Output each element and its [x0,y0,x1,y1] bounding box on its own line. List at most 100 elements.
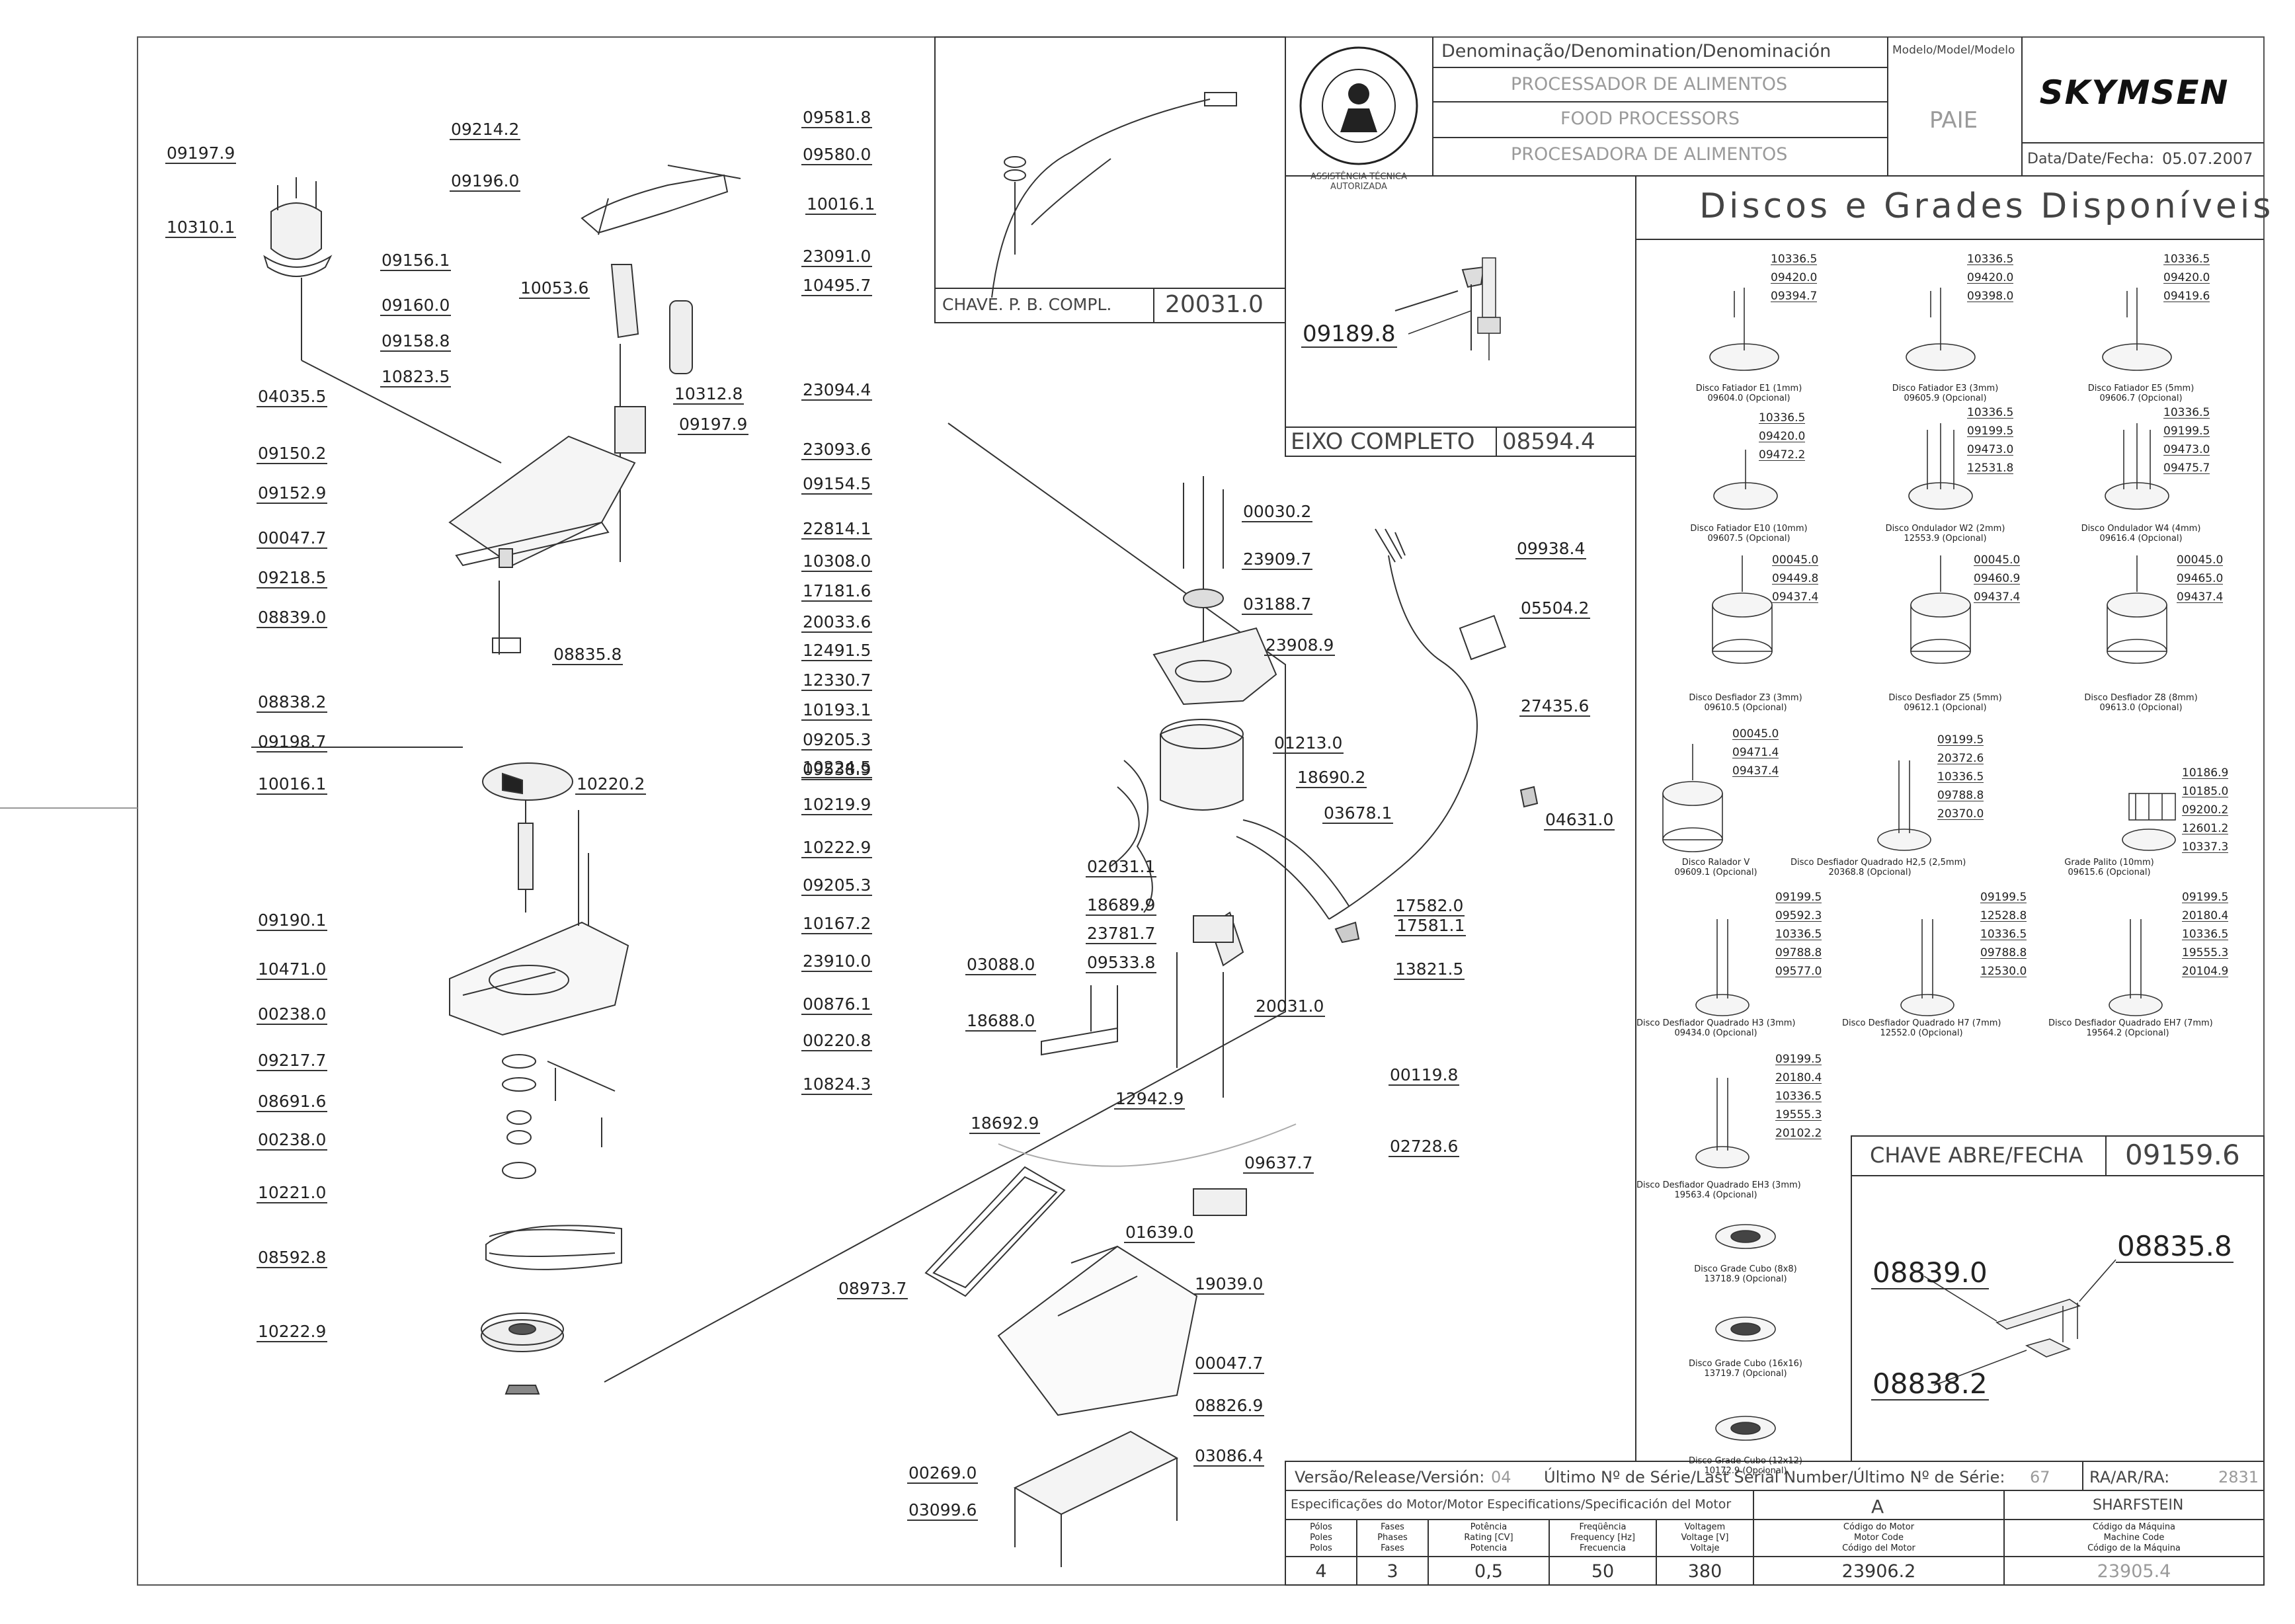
part-number-label: 09196.0 [450,171,521,192]
disc-part-number: 00045.0 [1974,553,2021,567]
disc-name: Disco Ondulador W4 (4mm) [2081,524,2201,534]
part-number-label: 10193.1 [801,700,873,721]
disc-part-number: 10186.9 [2182,766,2229,780]
part-number-label: 00269.0 [907,1463,979,1484]
disc-part-number: 20180.4 [1775,1071,1822,1084]
disc-part-number: 10336.5 [2163,253,2210,266]
openclose-part: 08838.2 [1871,1367,1989,1401]
part-number-label: 00220.8 [801,1031,873,1051]
disc-code: 09615.6 (Opcional) [2068,868,2151,877]
version-value: 04 [1491,1468,1511,1486]
spec-header: Fases [1381,1522,1404,1532]
spec-header: Código de la Máquina [2087,1543,2181,1553]
part-number-label: 00047.7 [1193,1354,1265,1374]
disc-name: Disco Desfiador Quadrado H7 (7mm) [1842,1018,2001,1028]
model-label: Modelo/Model/Modelo [1892,44,2015,57]
model-value: PAIE [1929,107,1978,134]
disc-code: 09604.0 (Opcional) [1707,393,1791,403]
part-number-label: 10310.1 [165,218,237,238]
part-number-label: 23094.4 [801,380,873,401]
ra-label: RA/AR/RA: [2089,1468,2170,1486]
disc-part-number: 09199.5 [1937,733,1984,747]
spec-header: Potência [1470,1522,1508,1532]
part-number-label: 09217.7 [257,1051,328,1071]
disc-part-number: 10337.3 [2182,840,2229,854]
disc-name: Disco Desfiador Z8 (8mm) [2084,693,2198,703]
part-number-label: 08838.2 [257,692,328,713]
spec-header: Código do Motor [1843,1522,1915,1532]
part-number-label: 09197.9 [165,143,237,164]
ra-value: 2831 [2218,1468,2259,1486]
spec-header: Rating [CV] [1464,1533,1513,1543]
part-number-label: 12330.7 [801,670,873,691]
disc-name: Disco Fatiador E10 (10mm) [1690,524,1808,534]
disc-code: 09606.7 (Opcional) [2099,393,2183,403]
part-number-label: 20033.6 [801,612,873,633]
part-number-label: 08839.0 [257,608,328,628]
disc-part-number: 10336.5 [1775,928,1822,941]
disc-part-number: 10336.5 [1967,406,2014,419]
part-number-label: 17181.6 [801,581,873,602]
part-number-label: 10016.1 [257,774,328,795]
part-number-label: 01213.0 [1273,733,1344,754]
disc-part-number: 09199.5 [1775,891,1822,904]
product-name-pt: PROCESSADOR DE ALIMENTOS [1511,74,1788,95]
spec-header: Motor Code [1854,1533,1904,1543]
part-number-label: 09156.1 [380,251,452,271]
disc-name: Disco Desfiador Quadrado H2,5 (2,5mm) [1791,858,1966,868]
part-number-label: 00238.0 [257,1130,328,1151]
disc-part-number: 10336.5 [2182,928,2229,941]
part-number-label: 04035.5 [257,387,328,407]
spec-header: Polos [1310,1543,1332,1553]
part-number-label: 10471.0 [257,959,328,980]
part-number-label: 03088.0 [965,955,1037,975]
disc-code: 10172.9 (Opcional) [1704,1466,1787,1476]
disc-part-number: 09199.5 [2182,891,2229,904]
disc-part-number: 00045.0 [2177,553,2224,567]
spec-header: Freqüência [1579,1522,1627,1532]
disc-code: 13719.7 (Opcional) [1704,1369,1787,1379]
spec-header: Poles [1310,1533,1332,1543]
part-number-label: 08826.9 [1193,1396,1265,1416]
part-number-label: 09214.2 [450,120,521,140]
disc-part-number: 00045.0 [1772,553,1819,567]
disc-part-number: 09449.8 [1772,572,1819,585]
part-number-label: 08835.8 [552,645,624,665]
spec-value: 23905.4 [2097,1561,2171,1582]
disc-code: 20368.8 (Opcional) [1828,868,1912,877]
disc-part-number: 20104.9 [2182,965,2229,978]
spec-header: Código da Máquina [2092,1522,2176,1532]
part-number-label: 10167.2 [801,914,873,934]
disc-name: Disco Desfiador Quadrado EH3 (3mm) [1636,1180,1801,1190]
serial-value: 67 [2030,1468,2050,1486]
part-number-label: 10219.9 [801,795,873,815]
part-number-label: 23781.7 [1086,924,1157,944]
part-number-label: 00047.7 [257,528,328,549]
disc-part-number: 10336.5 [1967,253,2014,266]
spec-header: Voltagem [1684,1522,1726,1532]
disc-name: Disco Fatiador E5 (5mm) [2087,384,2194,393]
disc-part-number: 00045.0 [1732,727,1779,741]
openclose-label: CHAVE ABRE/FECHA [1870,1143,2083,1168]
spec-value: 3 [1387,1561,1398,1582]
disc-part-number: 09475.7 [2163,462,2210,475]
part-number-label: 23910.0 [801,952,873,972]
part-number-label: 09150.2 [257,444,328,464]
part-number-label: 17582.0 [1394,896,1465,916]
seal-text: ASSISTÊNCIA TÉCNICA AUTORIZADA [1310,172,1408,192]
part-number-label: 08973.7 [837,1279,908,1299]
version-label: Versão/Release/Versión: [1295,1468,1485,1486]
part-number-label: 10495.7 [801,276,873,296]
part-number-label: 12942.9 [1114,1089,1186,1110]
part-number-label: 09205.3 [801,875,873,896]
disc-name: Grade Palito (10mm) [2064,858,2154,868]
spec-header: Frecuencia [1580,1543,1626,1553]
disc-part-number: 09592.3 [1775,909,1822,922]
shaft-code: 08594.4 [1502,428,1595,455]
disc-part-number: 09465.0 [2177,572,2224,585]
part-number-label: 18690.2 [1296,768,1367,788]
disc-part-number: 09437.4 [1732,764,1779,778]
disc-part-number: 19555.3 [1775,1108,1822,1121]
